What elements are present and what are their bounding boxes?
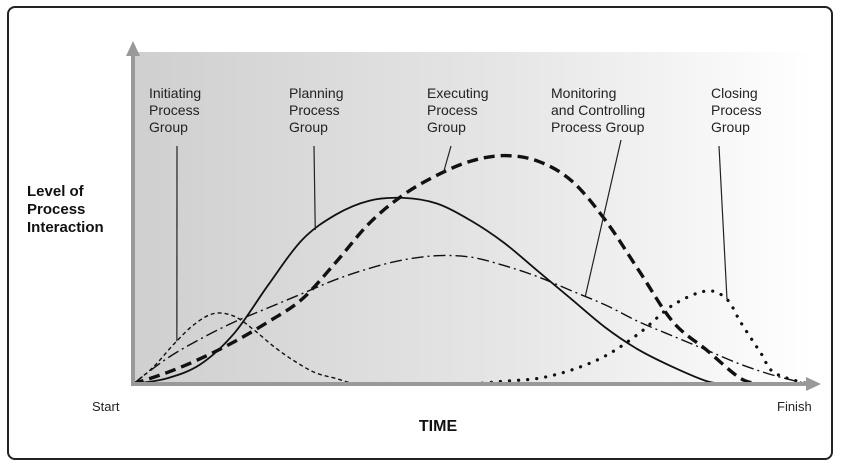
monitoring-controlling-series-line — [132, 254, 809, 385]
planning-series-line — [132, 196, 768, 386]
plot-background — [133, 52, 815, 384]
planning-leader-line — [313, 145, 316, 231]
x-axis-finish-label: Finish — [777, 399, 812, 414]
executing-series-line — [132, 153, 762, 386]
executing-leader-line — [442, 145, 452, 173]
x-axis-start-label: Start — [92, 399, 120, 414]
x-axis-title: TIME — [418, 418, 458, 435]
leader-lines — [176, 139, 728, 342]
x-axis-arrow — [806, 377, 821, 391]
y-axis-arrow — [126, 41, 140, 56]
y-axis-title: Level of Process Interaction — [27, 183, 104, 236]
closing-series-line — [435, 289, 810, 386]
closing-leader-line — [718, 145, 728, 300]
initiating-series-line — [132, 312, 377, 386]
series-layer — [132, 153, 810, 386]
monitoring-controlling-leader-line — [584, 139, 622, 297]
